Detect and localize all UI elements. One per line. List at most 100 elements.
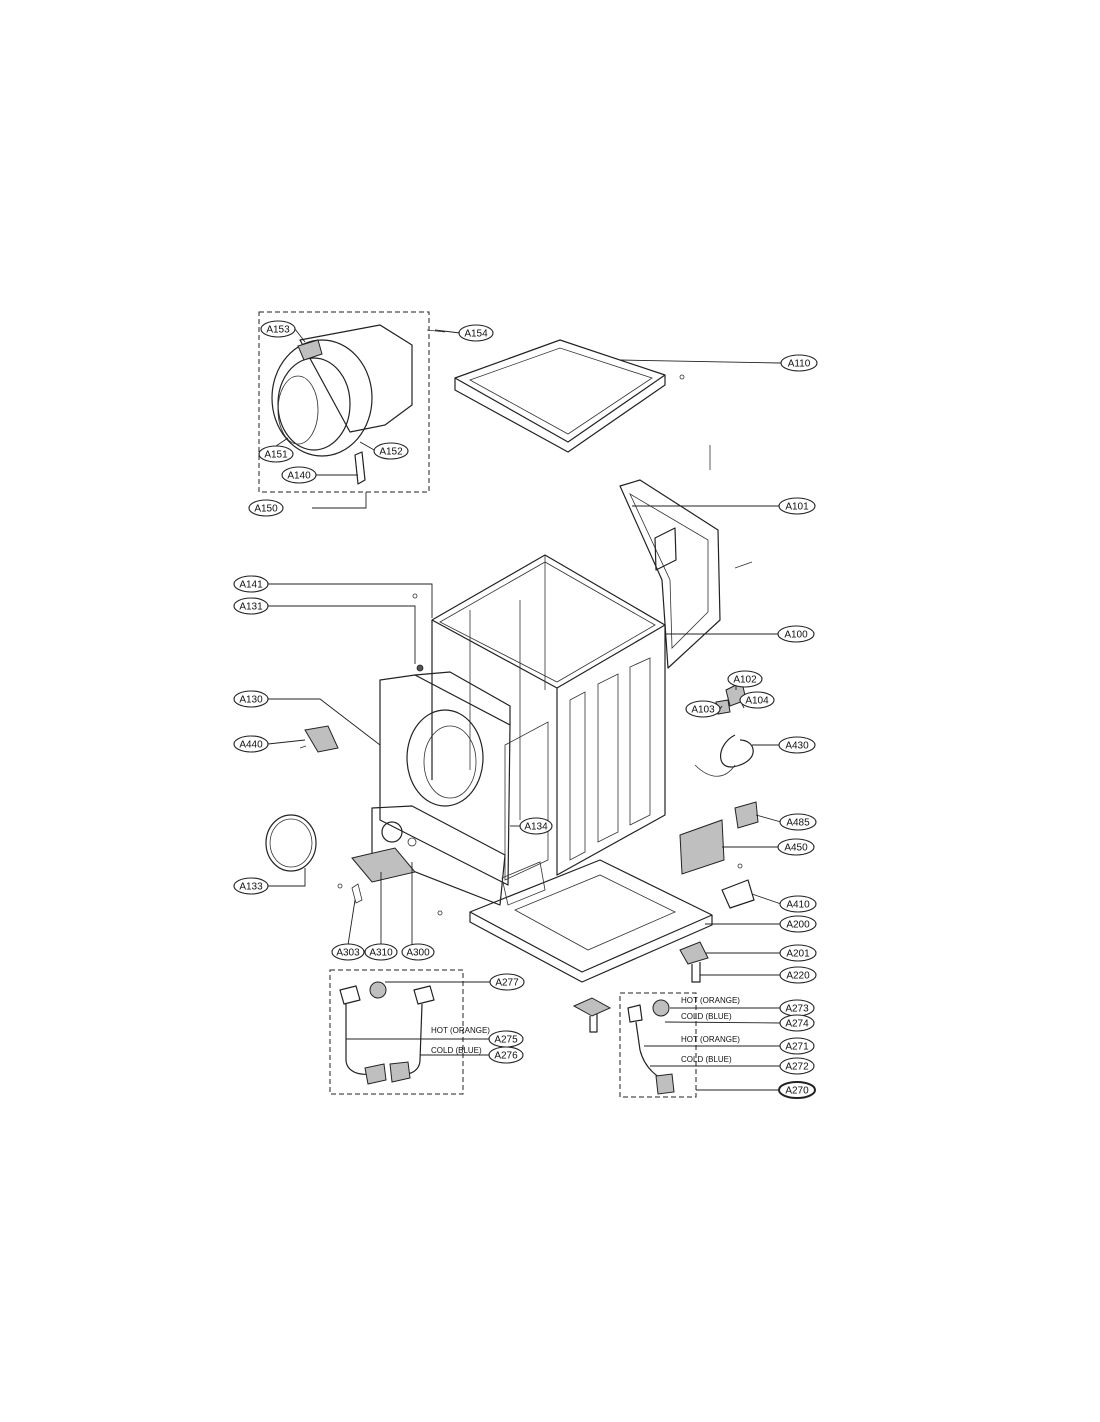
callout-a440: A440 [233, 735, 269, 753]
lower-panel-hole-2 [407, 837, 417, 847]
leader-a141 [268, 583, 433, 618]
foot-bracket-front [572, 997, 612, 1017]
left-cold-note: COLD (BLUE) [431, 1046, 482, 1055]
right-valve [652, 999, 670, 1017]
left-connector-1 [364, 1063, 387, 1085]
right-valve-box [619, 992, 697, 1098]
lower-front-panel [337, 805, 506, 906]
callout-a270-text: A270 [785, 1086, 809, 1097]
callout-a134-text: A134 [524, 822, 548, 833]
callout-a151-text: A151 [264, 450, 288, 461]
left-valve-2 [369, 981, 387, 999]
switch-screw [299, 745, 307, 749]
base-bracket [501, 861, 546, 906]
front-panel [379, 671, 511, 886]
side-panel-2 [597, 673, 619, 843]
filter-cover [351, 847, 416, 883]
callout-a271: A271 [779, 1037, 815, 1055]
gasket-ring-inner [269, 818, 313, 868]
cabinet-top-inner [439, 561, 656, 683]
top-plate-screw [679, 374, 685, 380]
door-shell [299, 324, 413, 433]
switch-assembly [299, 725, 339, 753]
pcb-box [679, 819, 725, 875]
leader-a110 [619, 359, 782, 364]
right-hose [635, 1021, 665, 1081]
door-glass [277, 375, 319, 445]
foot-bracket [679, 941, 709, 965]
side-panel-3 [629, 657, 651, 826]
callout-a201-text: A201 [786, 949, 810, 960]
right-cold-note-2: COLD (BLUE) [681, 1055, 732, 1064]
callout-a102: A102 [727, 670, 763, 688]
base-frame [437, 859, 713, 983]
callout-a220-text: A220 [786, 971, 810, 982]
top-plate-surface [454, 339, 666, 443]
leader-a485 [755, 814, 782, 823]
callout-a440-text: A440 [239, 740, 263, 751]
right-valve-assembly [619, 992, 697, 1098]
callout-a100-text: A100 [784, 630, 808, 641]
door-pin [426, 329, 446, 333]
callout-a201: A201 [779, 944, 817, 962]
left-connector-2 [389, 1061, 411, 1083]
callout-a152: A152 [373, 442, 409, 460]
front-panel-top-edge [414, 671, 511, 725]
door-hinge [297, 339, 323, 361]
callout-a102-text: A102 [733, 675, 757, 686]
callout-a134: A134 [519, 817, 553, 835]
callout-a272: A272 [779, 1057, 815, 1075]
power-cord [720, 734, 754, 768]
front-panel-opening [406, 709, 484, 807]
callout-a104-text: A104 [745, 696, 769, 707]
callout-a200-text: A200 [786, 920, 810, 931]
leader-a154 [434, 329, 461, 334]
callout-a103: A103 [685, 700, 721, 718]
callout-a277-text: A277 [495, 978, 519, 989]
callout-a141: A141 [233, 575, 269, 593]
callout-a310: A310 [364, 943, 398, 961]
callout-a273-text: A273 [785, 1004, 809, 1015]
callout-a277: A277 [489, 973, 525, 991]
callout-a271-text: A271 [785, 1042, 809, 1053]
lower-panel-screw [337, 883, 343, 889]
callout-a274-text: A274 [785, 1019, 809, 1030]
filter-cap [351, 883, 363, 904]
back-cover [619, 479, 753, 669]
callout-a151: A151 [258, 445, 294, 463]
top-plate [454, 339, 685, 453]
callout-a110-text: A110 [788, 359, 811, 370]
callout-a140-text: A140 [287, 471, 311, 482]
callout-a485-text: A485 [786, 818, 810, 829]
callout-a153: A153 [260, 320, 296, 338]
callout-a153-text: A153 [266, 325, 290, 336]
leader-a410 [751, 893, 782, 905]
leader-a440 [267, 739, 306, 745]
left-valve-box [329, 969, 464, 1095]
leader-a152 [359, 441, 377, 452]
right-valve-fitting [627, 1004, 643, 1023]
door-outer-ring [271, 339, 373, 457]
callout-a110: A110 [780, 354, 818, 372]
base-screw [437, 910, 443, 916]
right-hot-note-1: HOT (ORANGE) [681, 996, 740, 1005]
callout-a154: A154 [458, 324, 494, 342]
door-assembly-box [258, 311, 430, 493]
callout-a154-text: A154 [464, 329, 488, 340]
back-cover-frame [619, 479, 721, 669]
callout-a133-text: A133 [239, 882, 263, 893]
right-hot-note-2: HOT (ORANGE) [681, 1035, 740, 1044]
leveling-foot [691, 962, 701, 983]
callout-a103-text: A103 [691, 705, 715, 716]
callout-a131: A131 [233, 597, 269, 615]
callout-a130: A130 [233, 690, 269, 708]
callout-a430: A430 [778, 736, 816, 754]
front-panel-face [379, 674, 511, 886]
door-frame [277, 357, 351, 451]
left-valve-3 [413, 985, 435, 1005]
callout-a150-text: A150 [254, 504, 278, 515]
right-cold-note-1: COLD (BLUE) [681, 1012, 732, 1021]
callout-a220: A220 [779, 966, 817, 984]
left-hot-note: HOT (ORANGE) [431, 1026, 490, 1035]
base-frame-outline [469, 859, 713, 973]
